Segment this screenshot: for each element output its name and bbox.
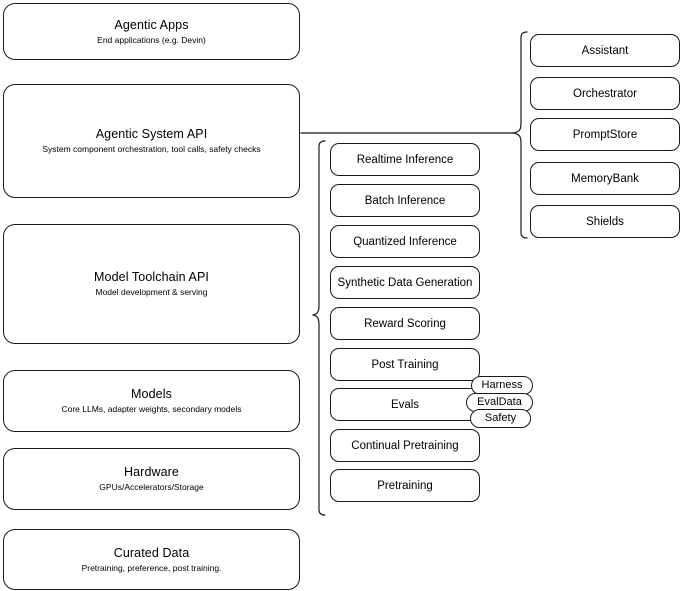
layer-subtitle: Pretraining, preference, post training. [81, 562, 222, 573]
capability-label: Pretraining [377, 479, 433, 492]
layer-subtitle: Core LLMs, adapter weights, secondary mo… [61, 404, 242, 414]
capability-label: Batch Inference [364, 194, 446, 207]
layer-title: Models [131, 387, 172, 401]
eval-badge-label: Harness [481, 379, 523, 391]
layer-subtitle: Model development & serving [95, 287, 208, 297]
layer-curated-data[interactable]: Curated Data Pretraining, preference, po… [3, 529, 300, 590]
components-brace [512, 31, 528, 239]
layer-subtitle: System component orchestration, tool cal… [42, 144, 261, 154]
system-component-promptstore[interactable]: PromptStore [530, 118, 680, 151]
toolchain-brace [312, 140, 326, 516]
layer-agentic-apps[interactable]: Agentic Apps End applications (e.g. Devi… [3, 3, 300, 60]
layer-title: Agentic Apps [114, 17, 189, 32]
layer-hardware[interactable]: Hardware GPUs/Accelerators/Storage [3, 448, 300, 510]
system-component-label: Assistant [581, 44, 629, 57]
capability-quantized-inference[interactable]: Quantized Inference [330, 225, 480, 258]
system-component-label: Shields [586, 215, 624, 228]
layer-models[interactable]: Models Core LLMs, adapter weights, secon… [3, 370, 300, 432]
system-component-memorybank[interactable]: MemoryBank [530, 162, 680, 195]
capability-synthetic-data-generation[interactable]: Synthetic Data Generation [330, 266, 480, 299]
capability-post-training[interactable]: Post Training [330, 348, 480, 381]
eval-badge-label: Safety [484, 412, 517, 424]
capability-evals[interactable]: Evals [330, 388, 480, 421]
layer-title: Hardware [124, 465, 179, 479]
capability-batch-inference[interactable]: Batch Inference [330, 184, 480, 217]
layer-title: Model Toolchain API [94, 270, 209, 284]
layer-agentic-system-api[interactable]: Agentic System API System component orch… [3, 84, 300, 198]
capability-realtime-inference[interactable]: Realtime Inference [330, 143, 480, 176]
system-component-label: Orchestrator [573, 87, 637, 100]
system-component-label: PromptStore [572, 128, 638, 141]
capability-label: Evals [390, 398, 420, 411]
layer-subtitle: End applications (e.g. Devin) [97, 34, 206, 45]
layer-title: Curated Data [113, 545, 190, 560]
layer-title: Agentic System API [95, 127, 208, 141]
capability-pretraining[interactable]: Pretraining [330, 469, 480, 502]
capability-reward-scoring[interactable]: Reward Scoring [330, 307, 480, 340]
layer-model-toolchain-api[interactable]: Model Toolchain API Model development & … [3, 224, 300, 344]
capability-label: Quantized Inference [353, 235, 457, 248]
capability-label: Reward Scoring [364, 317, 446, 330]
layer-subtitle: GPUs/Accelerators/Storage [99, 482, 204, 492]
capability-label: Continual Pretraining [351, 439, 459, 452]
eval-badge-label: EvalData [477, 396, 522, 408]
capability-continual-pretraining[interactable]: Continual Pretraining [330, 429, 480, 462]
system-component-label: MemoryBank [571, 172, 639, 185]
system-component-shields[interactable]: Shields [530, 205, 680, 238]
capability-label: Realtime Inference [356, 153, 454, 166]
eval-badge-safety[interactable]: Safety [470, 409, 531, 428]
capability-label: Post Training [371, 358, 439, 371]
system-component-assistant[interactable]: Assistant [530, 34, 680, 67]
capability-label: Synthetic Data Generation [337, 276, 473, 289]
system-component-orchestrator[interactable]: Orchestrator [530, 77, 680, 110]
